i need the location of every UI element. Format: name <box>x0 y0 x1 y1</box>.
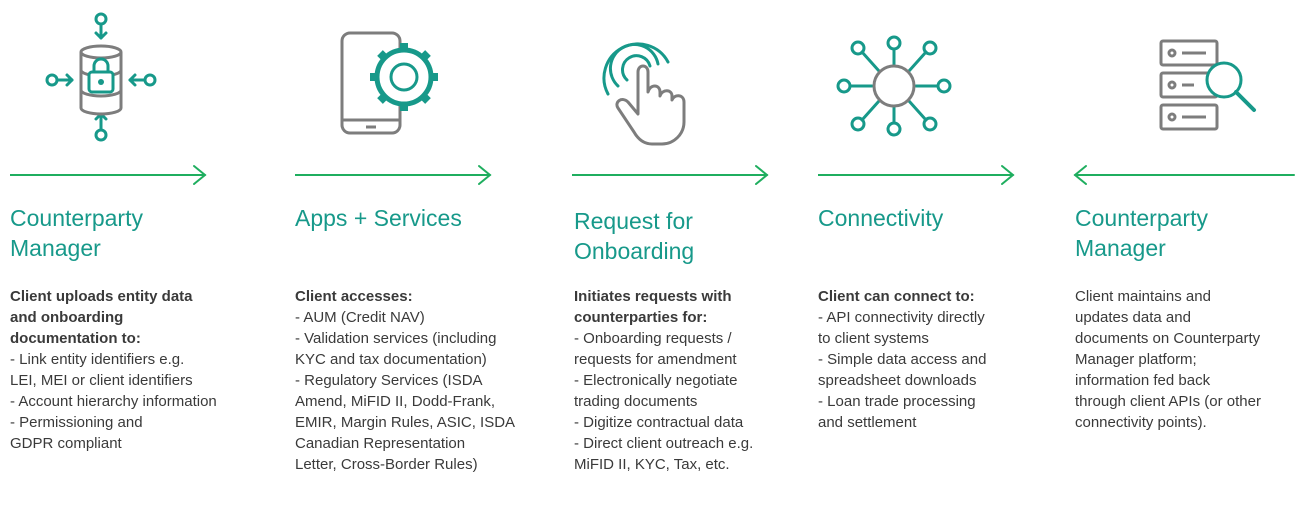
list-item: - Digitize contractual data <box>574 414 744 431</box>
network-hub-icon <box>836 35 952 137</box>
database-lock-icon <box>45 12 157 142</box>
step-description: Client uploads entity data and onboardin… <box>10 286 275 454</box>
left-arrow <box>1073 165 1295 185</box>
step-text: Client maintains and updates data and do… <box>1075 288 1261 431</box>
step-bullets: - AUM (Credit NAV) - Validation services… <box>295 307 560 475</box>
list-item: - Permissioning and GDPR compliant <box>10 414 143 452</box>
list-item: - Account hierarchy information <box>10 393 217 410</box>
list-item: - AUM (Credit NAV) <box>295 309 425 326</box>
list-item: - Direct client outreach e.g. MiFID II, … <box>574 435 754 473</box>
step-title: Request for Onboarding <box>574 208 695 264</box>
server-search-icon <box>1159 39 1256 131</box>
step-title: Counterparty Manager <box>10 205 143 261</box>
step-bullets: - API connectivity directly to client sy… <box>818 307 1038 433</box>
list-item: - Link entity identifiers e.g. LEI, MEI … <box>10 351 193 389</box>
step-lead: Initiates requests with counterparties f… <box>574 288 732 326</box>
list-item: - Simple data access and spreadsheet dow… <box>818 351 987 389</box>
right-arrow <box>295 165 492 185</box>
step-bullets: - Link entity identifiers e.g. LEI, MEI … <box>10 349 275 454</box>
step-lead: Client uploads entity data and onboardin… <box>10 288 193 347</box>
list-item: - Loan trade processing and settlement <box>818 393 976 431</box>
right-arrow <box>572 165 769 185</box>
tablet-gear-icon <box>340 31 438 135</box>
step-description: Initiates requests with counterparties f… <box>574 286 804 475</box>
step-bullets: - Onboarding requests / requests for ame… <box>574 328 804 475</box>
right-arrow <box>818 165 1015 185</box>
step-description: Client can connect to: - API connectivit… <box>818 286 1038 433</box>
step-title: Counterparty Manager <box>1075 205 1208 261</box>
step-description: Client maintains and updates data and do… <box>1075 286 1303 433</box>
step-lead: Client accesses: <box>295 288 413 305</box>
list-item: - Regulatory Services (ISDA Amend, MiFID… <box>295 372 516 473</box>
step-title: Connectivity <box>818 205 944 231</box>
step-description: Client accesses: - AUM (Credit NAV) - Va… <box>295 286 560 475</box>
step-lead: Client can connect to: <box>818 288 975 305</box>
right-arrow <box>10 165 207 185</box>
list-item: - Validation services (including KYC and… <box>295 330 497 368</box>
list-item: - Electronically negotiate trading docum… <box>574 372 738 410</box>
list-item: - API connectivity directly to client sy… <box>818 309 985 347</box>
list-item: - Onboarding requests / requests for ame… <box>574 330 737 368</box>
touch-hand-icon <box>602 42 686 146</box>
step-title: Apps + Services <box>295 205 462 231</box>
